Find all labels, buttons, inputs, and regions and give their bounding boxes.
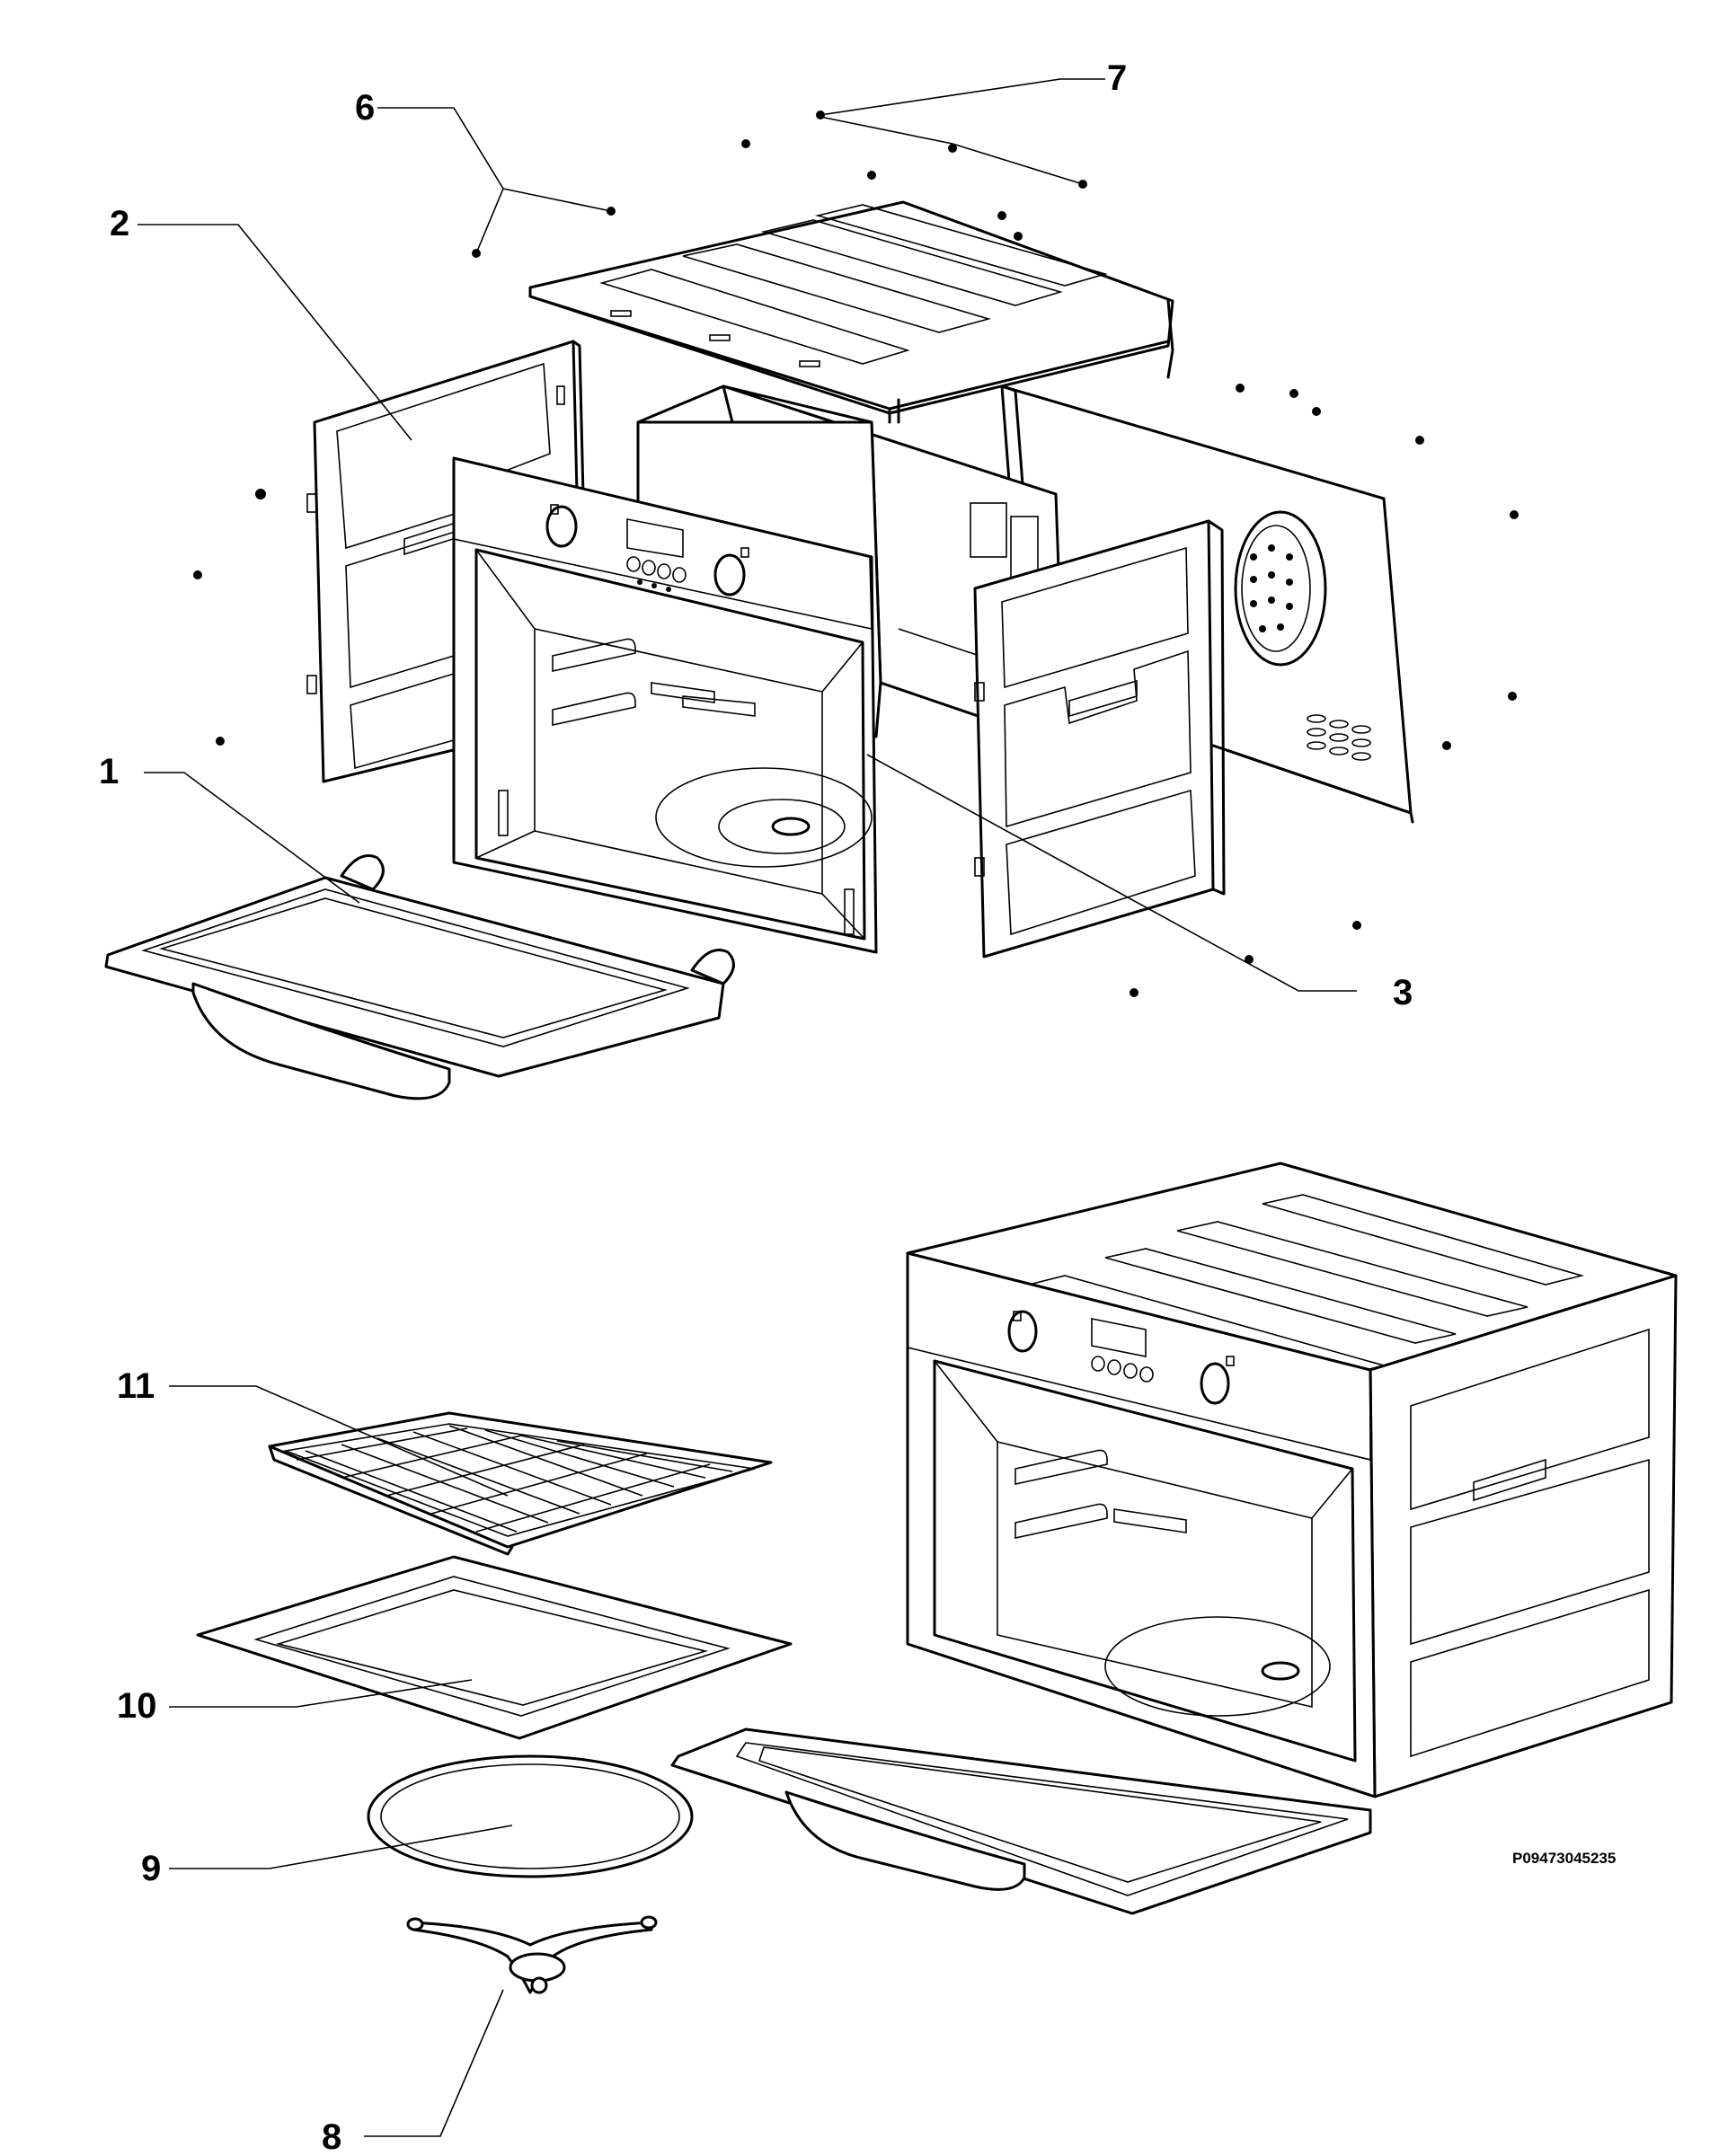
callout-9: 9 [141,1849,161,1888]
part-turntable-plate [367,1754,694,1878]
callout-10: 10 [117,1686,157,1726]
part-assembled-oven [670,1162,1678,1915]
callout-6: 6 [355,88,375,128]
callout-1: 1 [99,752,119,791]
part-oven-body [452,456,878,954]
callout-2: 2 [110,204,129,243]
leader-lines [137,78,1357,2137]
callout-11: 11 [117,1366,155,1406]
part-oven-door [104,854,735,1100]
part-wire-rack [268,1411,773,1556]
callout-3: 3 [1393,973,1413,1012]
document-id: P09473045235 [1512,1850,1616,1867]
part-top-cover [528,200,1174,424]
part-roller-support [406,1915,658,1994]
callout-7: 7 [1107,58,1127,98]
part-right-side-panel [973,519,1226,959]
part-baking-tray [196,1555,793,1740]
callout-labels: 1 2 3 6 7 8 9 10 11 [99,58,1413,2156]
callout-8: 8 [322,2117,341,2156]
